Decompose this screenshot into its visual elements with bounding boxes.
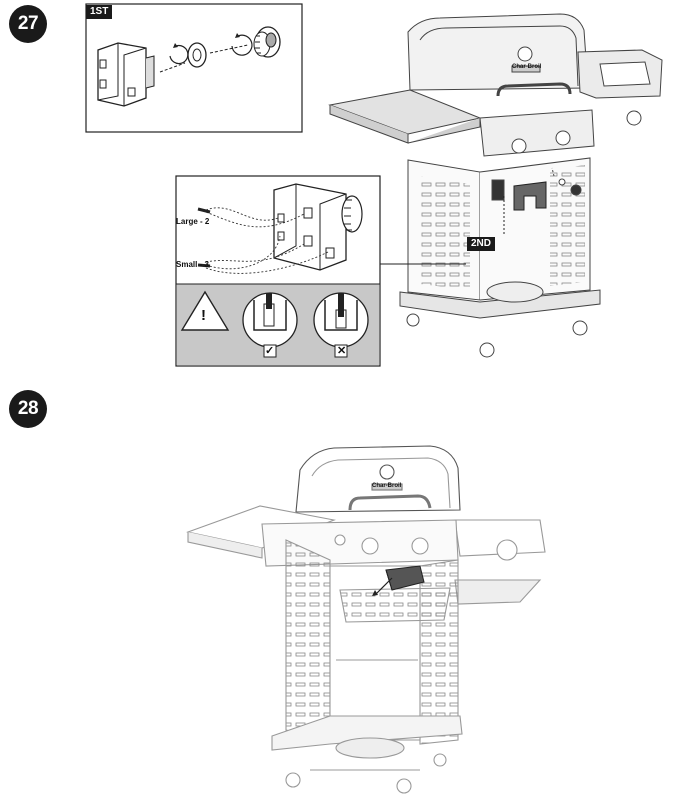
correct-checkbox [263,344,277,358]
first-detail-box [85,3,303,133]
ignitor-module [97,42,155,107]
correct-check-mark: ✓ [265,345,275,357]
wire-label-small: Small - 3 [176,260,209,269]
correct-connection-illustration [242,292,298,348]
second-step-tag: 2ND [467,237,496,251]
incorrect-checkbox [334,344,348,358]
ignitor-module-wired [273,183,363,271]
grill-assembly-step27 [328,13,663,358]
first-step-tag: 1ST [86,5,113,19]
push-button-cap [253,26,281,58]
second-detail-box [175,175,466,367]
warning-triangle-icon [180,290,230,331]
grease-tray [372,565,425,596]
brand-logo-lid-27: Char-Broil [512,64,542,70]
step-28-badge: 28 [9,390,47,428]
brand-logo-lid-28: Char-Broil [372,483,402,489]
step-27-badge: 27 [9,5,47,43]
incorrect-x-mark: ✕ [337,345,347,357]
grill-assembly-step28 [186,445,546,794]
mounting-nut [187,42,207,68]
wire-label-large: Large - 2 [176,217,210,226]
incorrect-connection-illustration [313,292,369,348]
ignitor-wires [205,207,329,274]
warning-exclamation: ! [201,307,206,324]
